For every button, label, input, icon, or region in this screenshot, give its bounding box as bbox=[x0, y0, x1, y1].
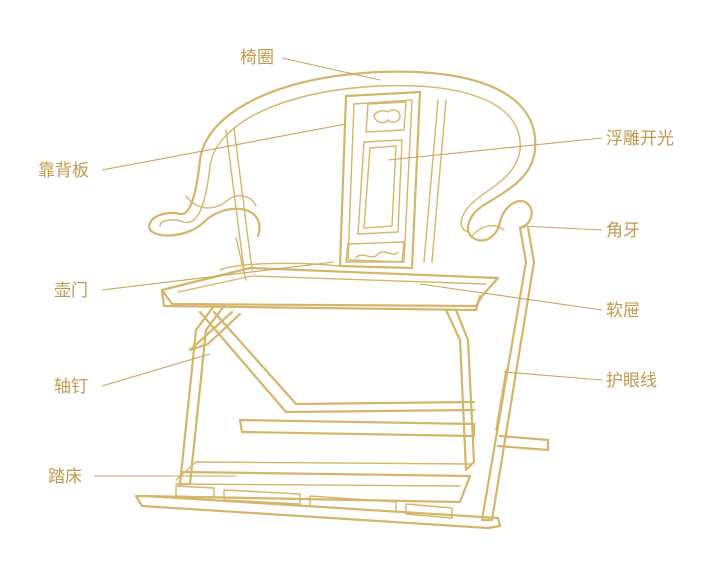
footrest-base bbox=[134, 494, 502, 530]
leader-soft-seat bbox=[419, 283, 603, 311]
armrest-hoop-outer bbox=[148, 70, 537, 242]
footrest-panel-1 bbox=[175, 485, 215, 499]
label-pivot-nail: 轴钉 bbox=[54, 377, 88, 397]
leader-eye-guard-line bbox=[503, 371, 603, 381]
right-front-leg bbox=[444, 308, 476, 472]
label-corner-spandrel: 角牙 bbox=[606, 221, 640, 241]
right-back-post bbox=[431, 99, 447, 263]
right-back-leg-eye-line bbox=[495, 369, 507, 431]
x-stretcher bbox=[238, 418, 476, 438]
label-back-splat: 靠背板 bbox=[38, 161, 89, 181]
leader-pivot-nail bbox=[101, 353, 211, 387]
footrest-panel-2 bbox=[223, 489, 301, 505]
leader-armrest-hoop bbox=[281, 57, 381, 81]
label-relief-carving: 浮雕开光 bbox=[606, 129, 674, 149]
leader-relief-carving bbox=[387, 137, 603, 161]
chair-drawing bbox=[134, 70, 550, 530]
footrest-panel-4 bbox=[405, 503, 453, 519]
splat-medallion-cartouche bbox=[373, 109, 401, 124]
x-leg-a bbox=[198, 310, 476, 414]
footrest-top bbox=[175, 483, 461, 487]
right-back-leg bbox=[480, 226, 536, 522]
footrest-board bbox=[175, 461, 471, 481]
armrest-hoop-inner bbox=[159, 84, 521, 233]
label-armrest-hoop: 椅圈 bbox=[240, 48, 274, 68]
splat-apron bbox=[345, 241, 405, 263]
seat-front-edge bbox=[160, 288, 482, 312]
leader-lines bbox=[94, 57, 603, 477]
front-apron bbox=[219, 262, 341, 271]
left-arm-hook-inner bbox=[185, 195, 257, 209]
leader-corner-spandrel bbox=[521, 225, 603, 231]
back-splat bbox=[338, 90, 422, 270]
footrest-panel-3 bbox=[309, 495, 397, 513]
back-splat-inner bbox=[347, 99, 413, 263]
label-eye-guard-line: 护眼线 bbox=[606, 371, 657, 391]
label-front-apron: 壶门 bbox=[54, 281, 88, 301]
right-arm-scroll bbox=[498, 199, 533, 230]
seat-top bbox=[160, 266, 500, 308]
right-back-post-b bbox=[423, 99, 439, 263]
back-stretcher bbox=[496, 434, 550, 452]
relief-window-inner bbox=[363, 145, 397, 229]
label-soft-seat: 软屉 bbox=[606, 301, 640, 321]
x-leg-b bbox=[188, 310, 242, 352]
seat-inner bbox=[177, 275, 487, 293]
label-footrest: 踏床 bbox=[48, 467, 82, 487]
leader-back-splat bbox=[101, 123, 347, 171]
left-back-post-b bbox=[233, 127, 253, 271]
relief-window bbox=[357, 139, 403, 235]
splat-medallion bbox=[365, 101, 407, 133]
right-arm-scroll-inner bbox=[471, 225, 505, 237]
x-leg-a-inner bbox=[212, 310, 476, 406]
splat-apron-curl bbox=[355, 251, 399, 259]
left-back-post bbox=[225, 129, 245, 271]
footrest-frame bbox=[140, 470, 472, 504]
leader-front-apron bbox=[101, 261, 335, 291]
left-arm-hook bbox=[148, 207, 261, 238]
labels: 椅圈 靠背板 浮雕开光 角牙 壶门 软屉 轴钉 护眼线 踏床 bbox=[38, 48, 674, 487]
